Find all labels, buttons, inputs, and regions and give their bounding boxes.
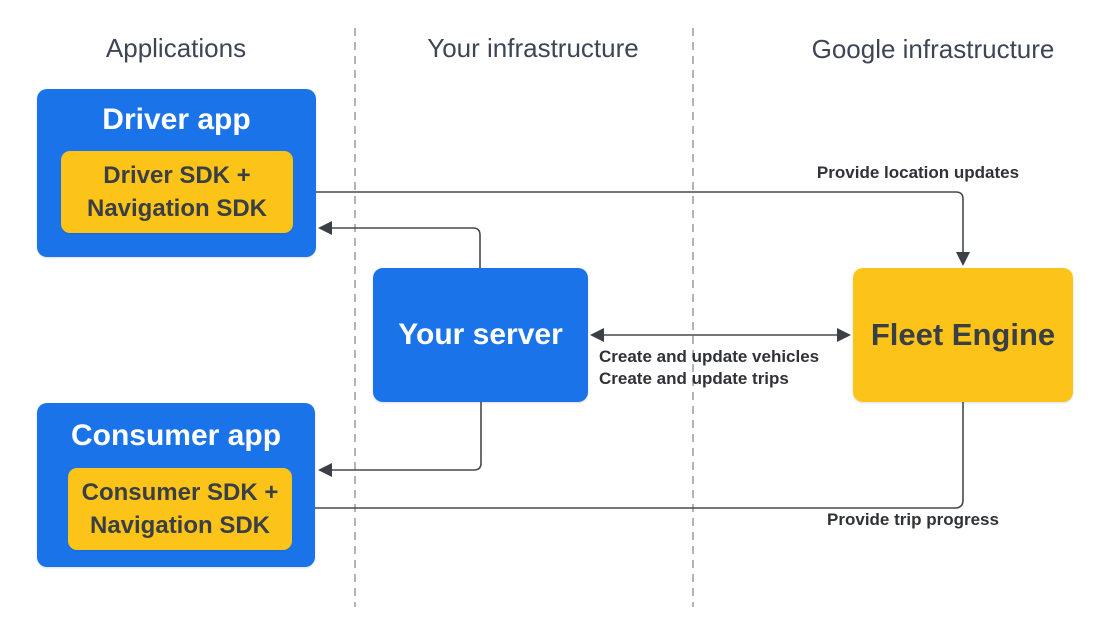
- arrowhead-left-consumer-app: [318, 463, 332, 477]
- edge-label-create-update: Create and update vehicles Create and up…: [599, 346, 819, 390]
- connector-server-to-consumer-app: [332, 402, 482, 471]
- arrowhead-down-fleet-engine: [956, 252, 970, 266]
- edge-label-provide-trip-progress: Provide trip progress: [827, 510, 999, 529]
- edge-label-create-update-trips: Create and update trips: [599, 369, 789, 388]
- edge-label-create-update-vehicles: Create and update vehicles: [599, 347, 820, 366]
- consumer-sdk-node: Consumer SDK + Navigation SDK: [68, 468, 292, 550]
- arrowhead-left-your-server: [590, 328, 604, 342]
- column-header-your-infrastructure: Your infrastructure: [427, 33, 639, 63]
- fleet-engine-title: Fleet Engine: [870, 317, 1056, 352]
- driver-app-node: Driver app Driver SDK + Navigation SDK: [37, 89, 316, 257]
- connector-trip-progress: [307, 402, 964, 509]
- fleet-engine-node: Fleet Engine: [853, 268, 1073, 402]
- consumer-app-title: Consumer app: [70, 418, 282, 452]
- connector-location-updates: [293, 191, 964, 252]
- driver-app-title: Driver app: [102, 103, 251, 136]
- connector-server-to-driver-app: [332, 227, 481, 268]
- arrowhead-right-fleet-engine: [837, 328, 851, 342]
- driver-sdk-label-line1: Driver SDK +: [103, 162, 251, 189]
- edge-label-provide-location-updates: Provide location updates: [816, 163, 1020, 182]
- your-server-title: Your server: [398, 318, 563, 351]
- driver-sdk-node: Driver SDK + Navigation SDK: [61, 151, 293, 233]
- your-server-node: Your server: [373, 268, 588, 402]
- column-header-applications: Applications: [105, 33, 247, 63]
- driver-sdk-label-line2: Navigation SDK: [86, 195, 268, 222]
- arrowhead-left-driver-app: [318, 221, 332, 235]
- consumer-sdk-label-line1: Consumer SDK +: [81, 479, 279, 506]
- consumer-sdk-label-line2: Navigation SDK: [89, 512, 271, 539]
- column-header-google-infrastructure: Google infrastructure: [811, 34, 1055, 64]
- consumer-app-node: Consumer app Consumer SDK + Navigation S…: [37, 403, 315, 567]
